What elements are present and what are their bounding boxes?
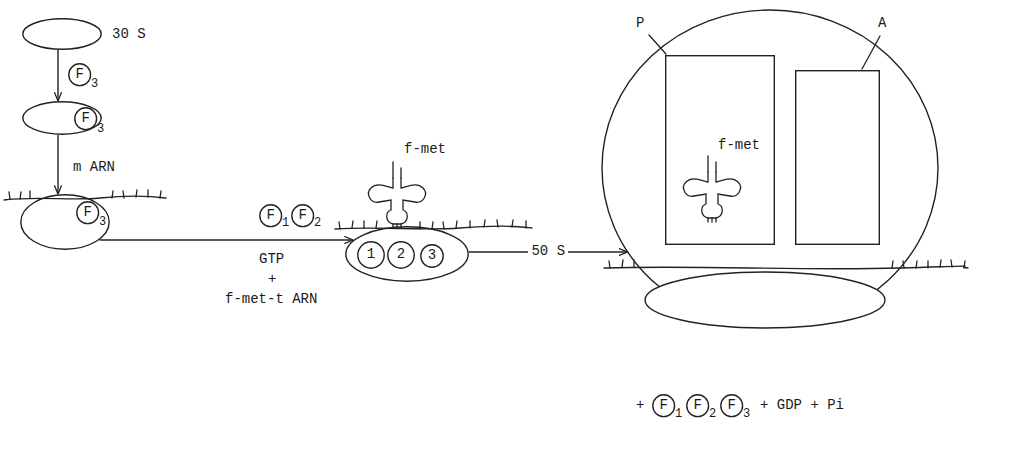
subscript: 3 bbox=[91, 78, 98, 91]
node-text: 3 bbox=[428, 248, 436, 263]
arrow bbox=[99, 239, 353, 240]
node-outline bbox=[795, 70, 880, 245]
node-shape bbox=[21, 195, 109, 249]
node-text: 2 bbox=[397, 247, 405, 262]
node-outline bbox=[22, 18, 102, 50]
mrna-codons bbox=[609, 260, 965, 268]
factor-circle: F3 bbox=[76, 201, 99, 224]
node-shape bbox=[75, 108, 97, 130]
node-text: F bbox=[659, 398, 667, 413]
factor-circle: F2 bbox=[686, 394, 709, 417]
mrna-strand bbox=[604, 266, 968, 269]
ribosome-subunit: 30 S bbox=[22, 18, 102, 50]
arrow-label: m ARN bbox=[70, 160, 118, 175]
reagent: GTP bbox=[259, 252, 284, 267]
arrow bbox=[57, 135, 58, 194]
factor-circle: F3 bbox=[720, 394, 743, 417]
mrna-codons bbox=[339, 220, 526, 229]
node-shape bbox=[796, 71, 880, 245]
site-name: P bbox=[636, 16, 644, 31]
reagent: f-met-t ARN bbox=[225, 292, 317, 307]
node-shape bbox=[358, 242, 384, 268]
ribosome-70s: Pf-metA bbox=[600, 8, 940, 333]
node-shape bbox=[666, 56, 775, 245]
node-shape bbox=[346, 227, 468, 281]
node-shape bbox=[260, 205, 282, 227]
site-box: A bbox=[795, 70, 880, 245]
subscript: 1 bbox=[282, 217, 289, 230]
node-shape bbox=[23, 102, 101, 134]
trna-cloverleaf bbox=[369, 162, 426, 228]
factor-circle: F3 bbox=[74, 107, 97, 130]
node-shape bbox=[23, 19, 101, 49]
subscript: 2 bbox=[709, 408, 716, 421]
node-shape bbox=[69, 64, 91, 86]
subscript: 1 bbox=[675, 408, 682, 421]
node-outline bbox=[345, 226, 469, 282]
node-text: F bbox=[81, 111, 89, 126]
factor-circle: 3 bbox=[420, 244, 444, 268]
ribosome-subunit: F3 bbox=[22, 101, 102, 135]
factor-circle: 1 bbox=[357, 241, 385, 269]
factor-circle: F1 bbox=[652, 394, 675, 417]
node-outline bbox=[600, 8, 940, 333]
node-shape bbox=[388, 242, 414, 268]
node-text: F bbox=[75, 67, 83, 82]
node-text: F bbox=[83, 205, 91, 220]
subscript: 3 bbox=[743, 408, 750, 421]
node-text: F bbox=[693, 398, 701, 413]
subunit-name: 30 S bbox=[112, 27, 146, 42]
factor-circle: F2 bbox=[291, 204, 314, 227]
factor-circle: 2 bbox=[387, 241, 415, 269]
node-shape bbox=[687, 395, 709, 417]
amino-acid: f-met bbox=[718, 138, 760, 153]
site-box: Pf-met bbox=[665, 55, 775, 245]
small-subunit bbox=[645, 272, 885, 328]
subscript: 3 bbox=[97, 123, 104, 136]
plus-sign: + bbox=[636, 398, 644, 413]
arrow-label: 50 S bbox=[528, 244, 568, 259]
products: + GDP + Pi bbox=[760, 398, 844, 413]
node-shape bbox=[421, 245, 443, 267]
node-text: F bbox=[727, 398, 735, 413]
initiation-complex: 1 2 3 bbox=[345, 226, 469, 282]
factor-circle: F1 bbox=[259, 204, 282, 227]
node-outline bbox=[22, 101, 102, 135]
node-shape bbox=[77, 202, 99, 224]
node-text: F bbox=[298, 208, 306, 223]
trna-cloverleaf bbox=[684, 156, 741, 222]
arrow bbox=[57, 50, 58, 101]
site-name: A bbox=[878, 16, 886, 31]
amino-acid: f-met bbox=[404, 142, 446, 157]
node-shape bbox=[653, 395, 675, 417]
factor-circle: F3 bbox=[68, 63, 91, 86]
node-text: F bbox=[266, 208, 274, 223]
node-shape bbox=[721, 395, 743, 417]
node-text: 1 bbox=[367, 247, 375, 262]
plus-sign: + bbox=[268, 272, 276, 287]
subscript: 2 bbox=[314, 217, 321, 230]
node-outline bbox=[20, 194, 110, 250]
node-shape bbox=[292, 205, 314, 227]
subscript: 3 bbox=[99, 216, 106, 229]
ribosome-subunit: F3 bbox=[20, 194, 110, 250]
